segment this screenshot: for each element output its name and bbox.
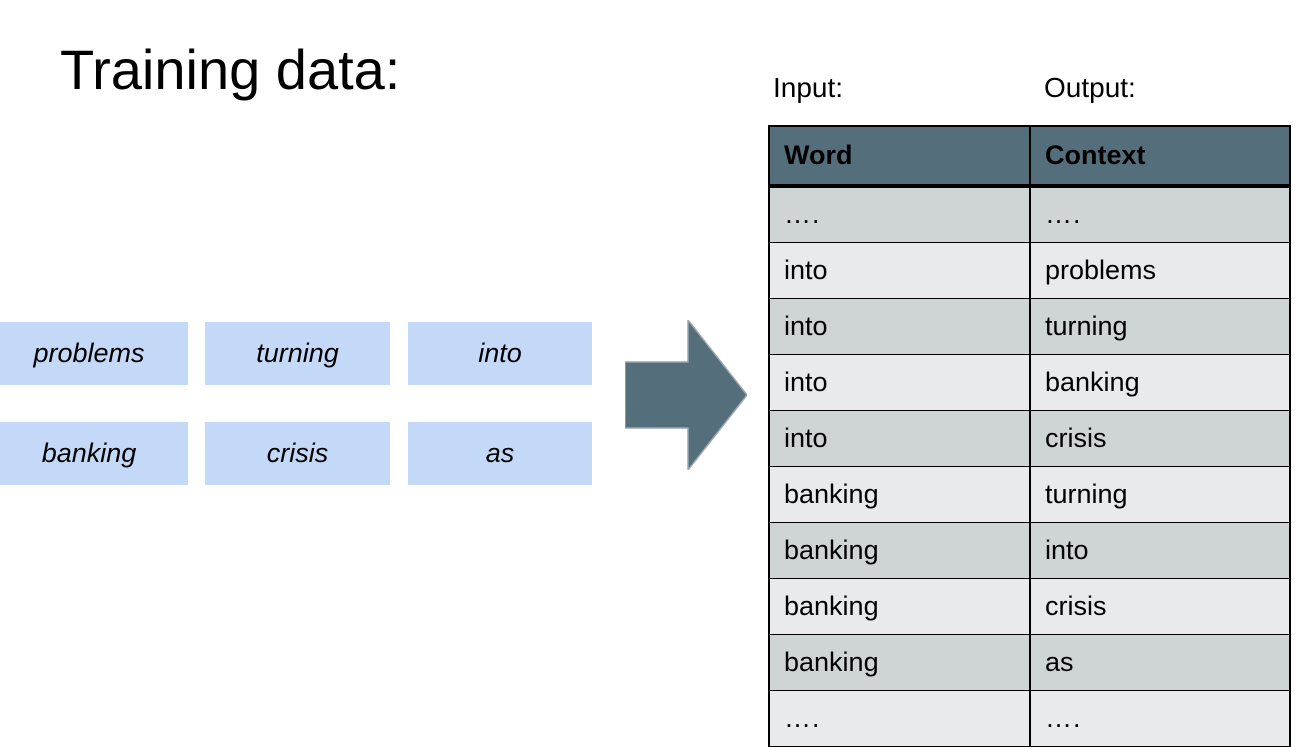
right-block-arrow-icon xyxy=(625,320,747,470)
right-block-arrow-shape xyxy=(625,320,747,470)
cell-context: turning xyxy=(1030,466,1290,523)
column-header-context: Context xyxy=(1030,126,1290,188)
table-header-row: Word Context xyxy=(769,126,1290,188)
token-box-into: into xyxy=(408,322,592,385)
token-box-as: as xyxy=(408,422,592,485)
cell-context: turning xyxy=(1030,298,1290,355)
word-token-grid: problems turning into banking crisis as xyxy=(0,322,600,485)
cell-word: banking xyxy=(769,634,1031,691)
cell-context: crisis xyxy=(1030,410,1290,467)
cell-word: banking xyxy=(769,466,1031,523)
output-column-caption: Output: xyxy=(1044,72,1136,103)
cell-context: crisis xyxy=(1030,578,1290,635)
table-row: ….…. xyxy=(769,186,1290,243)
token-box-problems: problems xyxy=(0,322,188,385)
cell-word: into xyxy=(769,242,1031,299)
cell-context: as xyxy=(1030,634,1290,691)
column-header-word: Word xyxy=(769,126,1031,188)
input-column-caption: Input: xyxy=(773,72,844,103)
cell-word: into xyxy=(769,354,1031,411)
cell-context: …. xyxy=(1030,186,1290,243)
page-title: Training data: xyxy=(60,38,401,101)
token-box-turning: turning xyxy=(205,322,390,385)
cell-context: banking xyxy=(1030,354,1290,411)
cell-word: …. xyxy=(769,690,1031,747)
cell-context: …. xyxy=(1030,690,1290,747)
token-row: banking crisis as xyxy=(0,422,600,485)
cell-context: into xyxy=(1030,522,1290,579)
cell-word: banking xyxy=(769,522,1031,579)
token-box-crisis: crisis xyxy=(205,422,390,485)
cell-word: into xyxy=(769,298,1031,355)
table-row: ….…. xyxy=(769,690,1290,747)
cell-word: …. xyxy=(769,186,1031,243)
token-row: problems turning into xyxy=(0,322,600,385)
token-box-banking: banking xyxy=(0,422,188,485)
cell-context: problems xyxy=(1030,242,1290,299)
cell-word: into xyxy=(769,410,1031,467)
cell-word: banking xyxy=(769,578,1031,635)
